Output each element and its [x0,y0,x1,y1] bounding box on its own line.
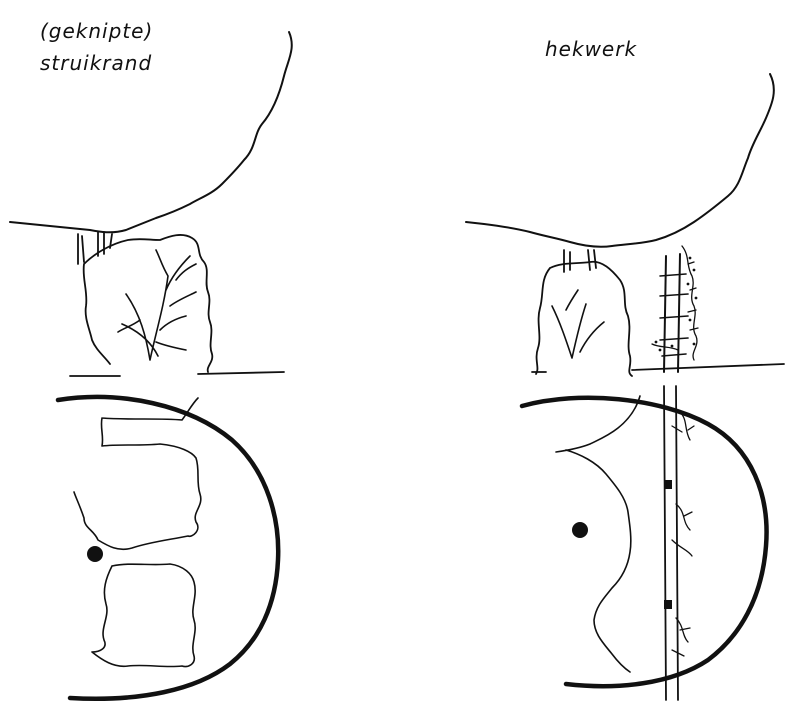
right-plan [522,386,767,700]
right-bush-branches [552,290,604,358]
left-hedge-branches [118,250,196,360]
label-geknipte: (geknipte) [40,20,153,42]
left-plan-tree-dot [87,546,103,562]
right-plan-bush [556,396,640,672]
left-plan [58,397,278,699]
left-hedge-outline [70,235,212,376]
label-hekwerk: hekwerk [545,38,637,60]
right-ground [632,364,784,370]
right-plan-climbers [672,412,694,656]
right-tree-canopy [466,74,774,247]
label-struikrand: struikrand [40,52,152,74]
left-plan-hedge-upper [74,398,201,549]
right-plan-boundary [522,398,767,686]
right-climbing-dots [655,257,698,352]
right-climbing-plant [652,246,698,360]
right-elevation [466,74,784,376]
right-plan-post-2 [664,600,672,609]
left-ground [198,372,284,374]
right-plan-fence-line-a [664,386,666,700]
left-plan-hedge-lower [92,564,195,667]
right-plan-post-1 [664,480,672,489]
right-plan-tree-dot [572,522,588,538]
left-elevation [10,32,292,376]
